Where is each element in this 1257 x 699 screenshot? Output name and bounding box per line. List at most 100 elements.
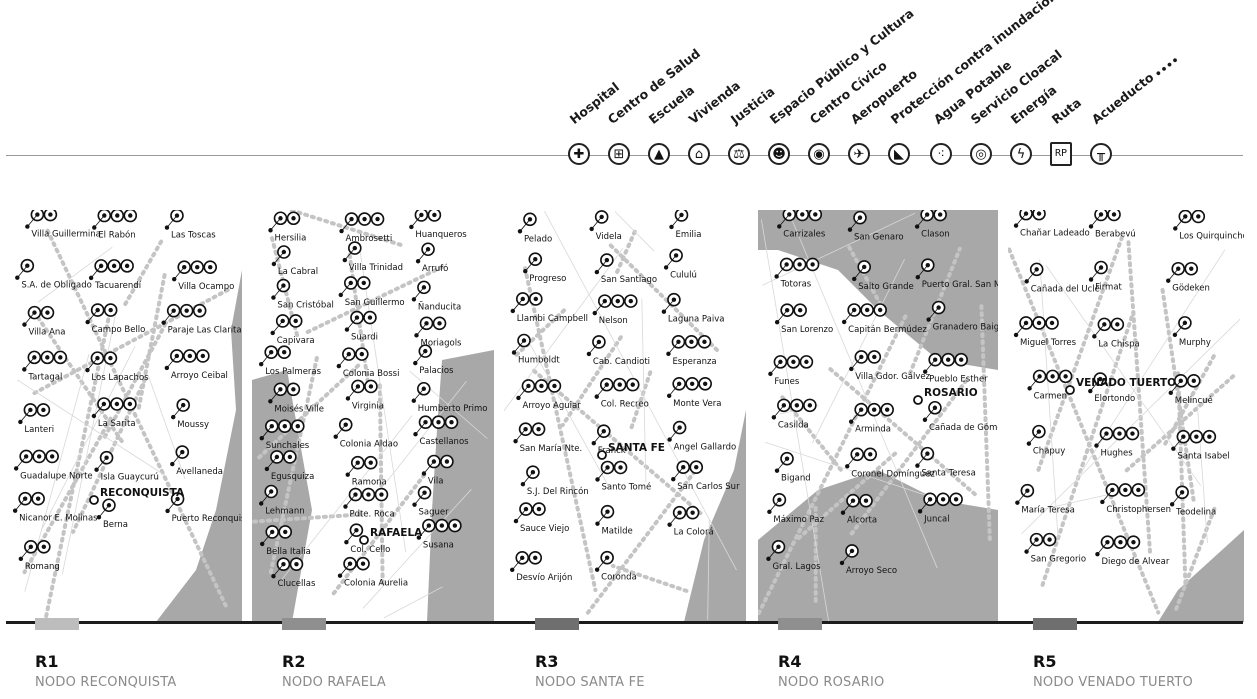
town-label: San Gregorio: [1031, 555, 1086, 565]
town-label: Máximo Paz: [773, 515, 824, 525]
town-label: Los Palmeras: [265, 367, 321, 377]
town-marker: Isla Guaycurú: [94, 450, 159, 483]
town-label: Campo Bello: [92, 325, 146, 335]
town-marker: Arroyo Ceibal: [164, 349, 228, 381]
town-marker: La Colorá: [667, 505, 714, 538]
town-label: Totoras: [780, 279, 812, 289]
route-line: [1161, 354, 1216, 450]
town-marker: Carmen: [1027, 369, 1073, 401]
town-label: Cañada de Gómez: [929, 422, 998, 433]
route-line: [629, 366, 654, 430]
route-line: [531, 368, 706, 519]
town-marker: Puerto Reconquista: [165, 492, 242, 524]
route-line: [331, 471, 428, 596]
route-line: [848, 378, 969, 538]
town-label: Miguel Torres: [1020, 338, 1077, 348]
hospital-icon: ✚: [568, 143, 590, 165]
legend-label-route: Ruta: [1048, 94, 1084, 127]
airport-icon: ✈: [848, 143, 870, 165]
town-marker: Arroyo Seco: [839, 544, 897, 576]
town-marker: Lanteri: [18, 403, 54, 435]
town-marker: Moriagols: [414, 316, 462, 348]
route-line: [585, 461, 704, 615]
route-line: [1040, 310, 1136, 587]
town-label: Firmat: [1095, 283, 1122, 293]
town-label: San Lorenzo: [781, 325, 833, 335]
town-marker: Clucellas: [271, 557, 316, 589]
town-marker: Moisés Ville: [268, 382, 324, 414]
town-marker: Avellaneda: [170, 445, 223, 477]
town-marker: Huanqueros: [409, 210, 467, 240]
node-city-marker: [89, 495, 99, 505]
town-label: Desvío Arijón: [516, 572, 572, 583]
town-marker: La Chispa: [1092, 317, 1140, 349]
town-marker: Funes: [768, 355, 814, 387]
town-label: Los Quirquinchos: [1179, 231, 1244, 241]
town-label: Casilda: [778, 420, 809, 430]
town-marker: Miguel Torres: [1013, 316, 1077, 348]
region-tab-r1: [35, 618, 79, 630]
town-label: Villa Trinidad: [349, 263, 403, 273]
route-line: [377, 381, 385, 586]
town-marker: Coronda: [594, 550, 637, 583]
town-label: San Cristóbal: [277, 300, 333, 311]
town-label: Sunchales: [266, 441, 310, 451]
sewer-icon: ◎: [970, 143, 992, 165]
town-label: Arroyo Aguiar: [522, 401, 581, 411]
region-tab-r4: [778, 618, 822, 630]
town-label: Paraje Las Claritas: [168, 326, 242, 336]
town-label: Cañada del Ucle: [1031, 284, 1100, 294]
route-line: [121, 239, 164, 309]
health-center-icon: ⊞: [608, 143, 630, 165]
town-label: Vila: [428, 477, 444, 487]
town-marker: Lehmann: [259, 484, 305, 517]
town-label: Los Lapachos: [91, 373, 149, 383]
town-label: Villa Guillermina: [31, 230, 101, 240]
town-label: Susana: [423, 541, 454, 551]
town-label: S.A. de Obligado: [21, 281, 92, 291]
town-label: Las Toscas: [171, 231, 216, 241]
town-marker: Villa Trinidad: [342, 241, 403, 273]
town-label: Moisés Ville: [274, 403, 324, 414]
justice-icon: ⚖: [728, 143, 750, 165]
town-label: Clason: [921, 230, 950, 240]
town-label: Esperanza: [672, 357, 716, 367]
region-name-r2: NODO RAFAELA: [282, 675, 386, 690]
culture-icon: ☻: [768, 143, 790, 165]
town-marker: La Sarita: [91, 397, 137, 429]
route-line: [523, 266, 598, 593]
water-area: [156, 210, 242, 622]
energy-icon: ϟ: [1010, 143, 1032, 165]
town-label: El Rabón: [98, 230, 135, 241]
town-marker: Santa Isabel: [1171, 429, 1230, 462]
town-label: Romang: [25, 562, 60, 572]
region-code-r3: R3: [535, 652, 559, 671]
town-label: Suardi: [351, 333, 378, 343]
route-line: [257, 363, 361, 460]
town-label: Saguer: [419, 508, 450, 518]
town-marker: El Rabón: [92, 210, 138, 241]
town-marker: Chapuy: [1026, 424, 1065, 457]
town-label: Castellanos: [419, 437, 469, 447]
town-marker: Salto Grande: [852, 260, 914, 292]
town-marker: Col. Cello: [344, 523, 390, 555]
region-tab-r3: [535, 618, 579, 630]
town-label: Guadalupe Norte: [20, 471, 92, 481]
town-label: Capitán Bermúdez: [848, 325, 927, 335]
town-marker: Diego de Alvear: [1095, 535, 1170, 567]
route-line: [32, 285, 234, 396]
node-city-label: ROSARIO: [924, 387, 978, 399]
town-marker: María Teresa: [1015, 483, 1075, 516]
town-label: Granadero Baigorria: [933, 323, 998, 333]
region-name-r5: NODO VENADO TUERTO: [1033, 675, 1193, 690]
town-label: S.J. Del Rincón: [527, 486, 589, 497]
town-marker: Moussy: [171, 398, 209, 430]
town-marker: Cañada de Gómez: [922, 400, 998, 433]
town-marker: Arminda: [848, 402, 894, 435]
housing-icon: ⌂: [688, 143, 710, 165]
town-marker: Casilda: [771, 398, 817, 430]
water-area: [252, 350, 494, 622]
region-name-r1: NODO RECONQUISTA: [35, 675, 177, 690]
town-label: Alcorta: [847, 516, 877, 526]
